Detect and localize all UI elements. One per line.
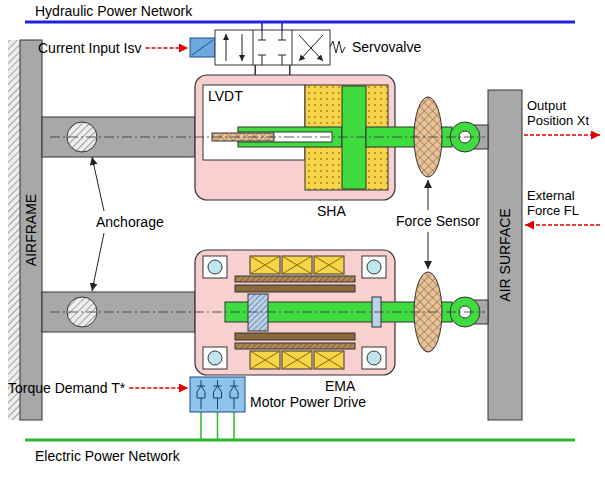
servovalve-symbol bbox=[258, 30, 286, 65]
ema-actuator bbox=[235, 343, 355, 349]
motor-drive-symbol bbox=[214, 380, 222, 409]
hydraulic-power-line bbox=[25, 21, 575, 24]
signal-arrow bbox=[525, 224, 600, 225]
electric-power-line bbox=[217, 412, 219, 440]
ema-actuator bbox=[314, 256, 344, 274]
ema-actuator bbox=[314, 351, 344, 369]
ema-actuator bbox=[362, 256, 386, 278]
motor-drive-symbol bbox=[190, 377, 245, 412]
part-name: Anchorage bbox=[96, 214, 164, 230]
ema-actuator bbox=[250, 256, 280, 274]
ema-actuator bbox=[250, 256, 280, 274]
servovalve-symbol bbox=[190, 30, 345, 65]
part-label: Servovalve bbox=[352, 39, 421, 55]
air-surface-wall bbox=[488, 90, 522, 420]
ema-actuator bbox=[235, 285, 355, 292]
center-line bbox=[50, 137, 485, 138]
ema-actuator bbox=[314, 351, 344, 369]
part-name: Force Sensor bbox=[396, 213, 480, 229]
air-surface-wall bbox=[488, 90, 522, 420]
part-label: Motor Power Drive bbox=[250, 394, 366, 410]
hydraulic-power-line bbox=[281, 22, 283, 30]
servovalve-symbol bbox=[299, 35, 323, 61]
part-label: LVDT bbox=[208, 88, 243, 104]
servovalve-symbol bbox=[190, 38, 215, 57]
leader-line bbox=[92, 157, 104, 211]
signal-name: External Force FL bbox=[527, 188, 603, 218]
ema-actuator bbox=[208, 351, 222, 365]
air-surface-wall: AIR SURFACE bbox=[488, 90, 522, 420]
airframe-wall bbox=[8, 40, 42, 420]
ema-actuator bbox=[362, 347, 386, 369]
motor-drive-box: Motor Power Drive bbox=[190, 377, 245, 412]
servovalve-symbol bbox=[299, 35, 323, 61]
network-name: Electric Power Network bbox=[35, 448, 180, 464]
hydraulic-power-line bbox=[25, 22, 575, 30]
ema-actuator bbox=[250, 351, 280, 369]
ema-actuator bbox=[208, 260, 222, 274]
airframe-wall: AIRFRAME bbox=[20, 40, 42, 420]
signal-name: Current Input Isv bbox=[38, 40, 142, 56]
motor-drive-symbol bbox=[230, 380, 238, 409]
ema-actuator bbox=[203, 347, 227, 369]
electric-power-line bbox=[233, 412, 235, 440]
ema-actuator bbox=[282, 256, 312, 274]
airframe-wall bbox=[20, 40, 42, 420]
motor-drive-symbol bbox=[197, 380, 205, 409]
servovalve-symbol bbox=[192, 40, 213, 55]
servovalve-box: Servovalve bbox=[215, 30, 330, 65]
ema-actuator bbox=[367, 260, 381, 274]
servovalve-symbol bbox=[330, 41, 345, 53]
ema-body: EMA bbox=[195, 250, 395, 375]
electric-power-line bbox=[25, 439, 575, 442]
ema-actuator bbox=[203, 256, 227, 278]
center-line bbox=[50, 312, 485, 313]
ema-actuator bbox=[314, 256, 344, 274]
signal-name: Torque Demand T* bbox=[8, 380, 125, 396]
sha-actuator bbox=[203, 85, 305, 160]
ema-actuator bbox=[282, 351, 312, 369]
ema-actuator bbox=[42, 250, 488, 375]
part-label: EMA bbox=[325, 378, 355, 394]
sha-body: SHALVDT bbox=[195, 75, 395, 200]
network-name: Hydraulic Power Network bbox=[35, 3, 192, 19]
servovalve-symbol bbox=[215, 30, 330, 65]
signal-name: Output Position Xt bbox=[527, 98, 603, 128]
sha-actuator bbox=[195, 75, 395, 200]
leader-lines bbox=[92, 48, 600, 388]
ema-actuator bbox=[282, 256, 312, 274]
electric-power-line bbox=[200, 412, 202, 440]
lvdt-box: LVDT bbox=[203, 85, 305, 160]
servovalve-symbol bbox=[253, 30, 254, 65]
ema-actuator bbox=[235, 333, 355, 340]
ema-actuator bbox=[235, 276, 355, 282]
wall-label: AIRFRAME bbox=[23, 40, 39, 420]
leader-line bbox=[428, 180, 429, 210]
motor-drive-symbol bbox=[190, 377, 245, 412]
sha-actuator bbox=[42, 75, 488, 200]
airframe-wall bbox=[8, 40, 20, 420]
wall-label: AIR SURFACE bbox=[497, 90, 513, 420]
hydraulic-power-line bbox=[261, 22, 263, 30]
ema-actuator bbox=[250, 351, 280, 369]
part-label: SHA bbox=[317, 203, 346, 219]
sha-actuator bbox=[342, 86, 366, 189]
signal-arrow bbox=[524, 134, 600, 135]
signal-arrow bbox=[129, 387, 188, 388]
ema-actuator bbox=[367, 351, 381, 365]
ema-actuator bbox=[248, 294, 268, 331]
hydraulic-port-line bbox=[255, 65, 290, 75]
signal-arrow bbox=[146, 47, 189, 48]
servovalve-symbol bbox=[242, 34, 243, 61]
ema-actuator bbox=[282, 351, 312, 369]
servovalve-symbol bbox=[292, 30, 293, 65]
center-line bbox=[50, 137, 485, 312]
servovalve-symbol bbox=[226, 34, 227, 61]
leader-line bbox=[92, 233, 104, 291]
leader-line bbox=[428, 232, 429, 269]
